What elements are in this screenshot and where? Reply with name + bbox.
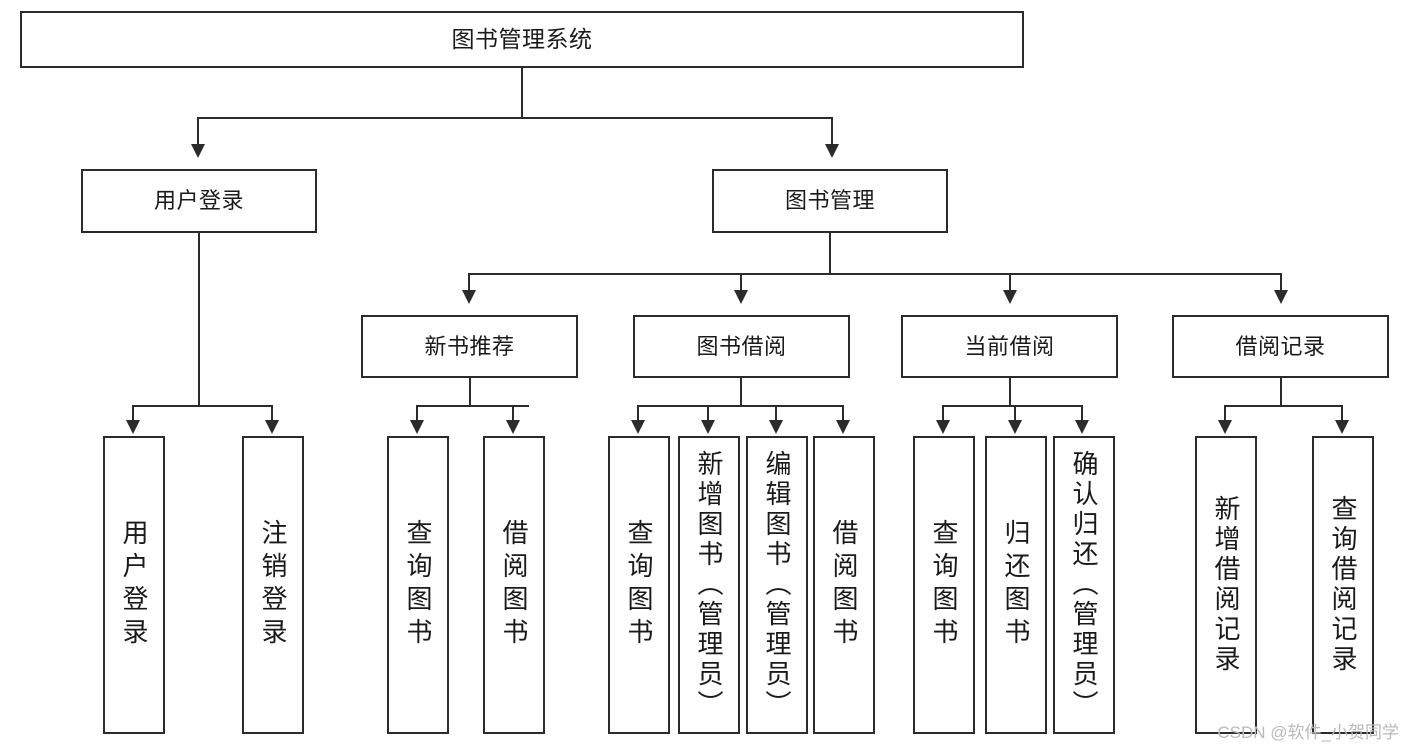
connector-bookborrow-stem xyxy=(740,378,742,406)
connector-root-bus xyxy=(197,117,833,119)
node-label: 新书推荐 xyxy=(424,333,515,359)
connector-bookmanage-stem xyxy=(829,233,831,274)
arrow-to-leaf-logout xyxy=(265,420,279,434)
csdn-watermark: CSDN @软件_小贺同学 xyxy=(1217,723,1399,742)
arrow-to-book-borrow xyxy=(734,290,748,304)
arrow-to-leaf-user-login xyxy=(126,420,140,434)
leaf-confirm-return-admin[interactable]: 确认归还（管理员） xyxy=(1053,436,1115,734)
arrow-to-book-manage xyxy=(825,144,839,158)
arrow-to-current-borrow xyxy=(1003,290,1017,304)
connector-borrowrecord-bus xyxy=(1224,405,1342,407)
node-label: 查询图书 xyxy=(624,519,654,651)
arrow-to-leaf-borrow-book-2 xyxy=(836,420,850,434)
node-label: 编辑图书（管理员） xyxy=(762,450,792,720)
leaf-query-book-1[interactable]: 查询图书 xyxy=(387,436,449,734)
node-label: 用户登录 xyxy=(119,519,149,651)
connector-bookmanage-drop-1 xyxy=(740,273,742,293)
connector-root-stem xyxy=(521,68,523,118)
node-label: 借阅图书 xyxy=(499,519,529,651)
arrow-to-borrow-record xyxy=(1274,290,1288,304)
leaf-borrow-book-2[interactable]: 借阅图书 xyxy=(813,436,875,734)
connector-bookmanage-drop-0 xyxy=(468,273,470,293)
leaf-query-book-3[interactable]: 查询图书 xyxy=(913,436,975,734)
arrow-to-user-login xyxy=(191,144,205,158)
connector-bookborrow-drop-1 xyxy=(707,405,709,423)
arrow-to-leaf-query-book-2 xyxy=(631,420,645,434)
connector-newbook-drop-0 xyxy=(416,405,418,423)
node-label: 注销登录 xyxy=(258,519,288,651)
connector-bookborrow-bus xyxy=(637,405,843,407)
leaf-return-book[interactable]: 归还图书 xyxy=(985,436,1047,734)
node-label: 图书借阅 xyxy=(696,333,787,359)
arrow-to-leaf-confirm-return xyxy=(1075,420,1089,434)
arrow-to-new-book-rec xyxy=(462,290,476,304)
connector-root-drop-1 xyxy=(831,117,833,147)
connector-bookmanage-drop-3 xyxy=(1280,273,1282,293)
node-current-borrow[interactable]: 当前借阅 xyxy=(901,315,1118,378)
node-label: 图书管理系统 xyxy=(451,25,593,52)
node-label: 用户登录 xyxy=(153,188,244,214)
connector-bookborrow-drop-3 xyxy=(842,405,844,423)
arrow-to-leaf-return-book xyxy=(1008,420,1022,434)
leaf-query-book-2[interactable]: 查询图书 xyxy=(608,436,670,734)
leaf-query-borrow-record[interactable]: 查询借阅记录 xyxy=(1312,436,1374,734)
connector-currentborrow-drop-1 xyxy=(1014,405,1016,423)
arrow-to-leaf-add-book xyxy=(701,420,715,434)
connector-newbook-bus xyxy=(416,405,529,407)
connector-bookborrow-drop-0 xyxy=(637,405,639,423)
connector-currentborrow-drop-0 xyxy=(942,405,944,423)
connector-borrowrecord-stem xyxy=(1280,378,1282,406)
arrow-to-leaf-query-record xyxy=(1335,420,1349,434)
connector-borrowrecord-drop-1 xyxy=(1341,405,1343,423)
arrow-to-leaf-edit-book xyxy=(769,420,783,434)
leaf-borrow-book-1[interactable]: 借阅图书 xyxy=(483,436,545,734)
node-book-borrow[interactable]: 图书借阅 xyxy=(633,315,850,378)
connector-currentborrow-drop-2 xyxy=(1081,405,1083,423)
node-label: 新增借阅记录 xyxy=(1211,495,1241,675)
leaf-logout[interactable]: 注销登录 xyxy=(242,436,304,734)
leaf-user-login[interactable]: 用户登录 xyxy=(103,436,165,734)
arrow-to-leaf-query-book-3 xyxy=(936,420,950,434)
node-label: 确认归还（管理员） xyxy=(1069,450,1099,720)
connector-borrowrecord-drop-0 xyxy=(1224,405,1226,423)
connector-bookborrow-drop-2 xyxy=(775,405,777,423)
node-label: 查询借阅记录 xyxy=(1328,495,1358,675)
leaf-add-borrow-record[interactable]: 新增借阅记录 xyxy=(1195,436,1257,734)
connector-newbook-drop-1 xyxy=(512,405,514,423)
node-label: 新增图书（管理员） xyxy=(694,450,724,720)
node-book-manage[interactable]: 图书管理 xyxy=(712,169,948,233)
leaf-add-book-admin[interactable]: 新增图书（管理员） xyxy=(678,436,740,734)
arrow-to-leaf-query-book-1 xyxy=(410,420,424,434)
connector-userlogin-drop-0 xyxy=(132,405,134,423)
node-new-book-recommend[interactable]: 新书推荐 xyxy=(361,315,578,378)
node-label: 查询图书 xyxy=(403,519,433,651)
connector-userlogin-stem xyxy=(198,233,200,406)
connector-userlogin-bus xyxy=(132,405,272,407)
connector-newbook-stem xyxy=(469,378,471,406)
node-root[interactable]: 图书管理系统 xyxy=(20,11,1024,68)
node-label: 查询图书 xyxy=(929,519,959,651)
connector-root-drop-0 xyxy=(197,117,199,147)
node-label: 图书管理 xyxy=(784,188,875,214)
connector-bookmanage-drop-2 xyxy=(1009,273,1011,293)
connector-userlogin-drop-1 xyxy=(271,405,273,423)
node-label: 借阅图书 xyxy=(829,519,859,651)
leaf-edit-book-admin[interactable]: 编辑图书（管理员） xyxy=(746,436,808,734)
node-label: 归还图书 xyxy=(1001,519,1031,651)
connector-currentborrow-stem xyxy=(1009,378,1011,406)
node-user-login[interactable]: 用户登录 xyxy=(81,169,317,233)
arrow-to-leaf-borrow-book-1 xyxy=(506,420,520,434)
node-label: 借阅记录 xyxy=(1235,333,1326,359)
connector-currentborrow-bus xyxy=(942,405,1082,407)
node-label: 当前借阅 xyxy=(964,333,1055,359)
arrow-to-leaf-add-record xyxy=(1218,420,1232,434)
node-borrow-record[interactable]: 借阅记录 xyxy=(1172,315,1389,378)
connector-bookmanage-bus xyxy=(468,273,1280,275)
